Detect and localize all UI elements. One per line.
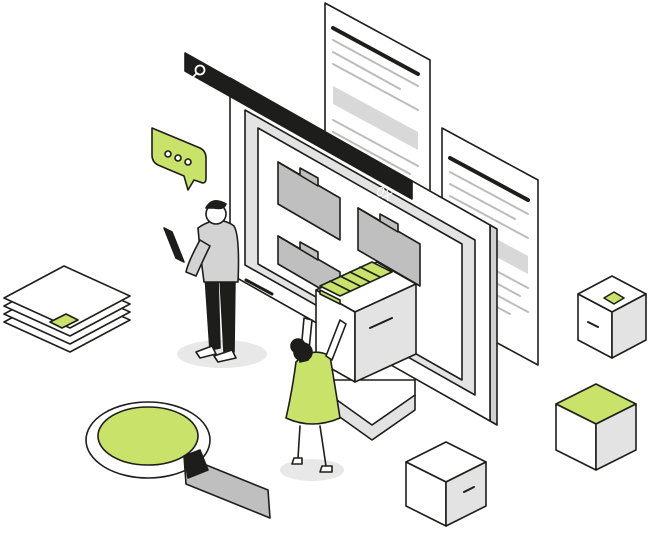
woman-figure: [285, 317, 347, 473]
folder-icon[interactable]: [357, 207, 421, 287]
monitor-stand: [329, 379, 416, 441]
browser-window: _OX: [184, 52, 498, 426]
box-icon: [577, 275, 647, 359]
magnifier-icon: [85, 401, 271, 519]
man-figure: [163, 200, 240, 363]
chat-bubble-icon: [151, 127, 207, 191]
search-icon[interactable]: [191, 64, 206, 79]
box-icon: [405, 441, 487, 527]
woman-shadow: [280, 459, 344, 481]
paper-stack: [3, 265, 131, 353]
box-icon: [555, 383, 637, 471]
folder-icon[interactable]: [277, 161, 341, 241]
drawer-files: [319, 261, 393, 297]
